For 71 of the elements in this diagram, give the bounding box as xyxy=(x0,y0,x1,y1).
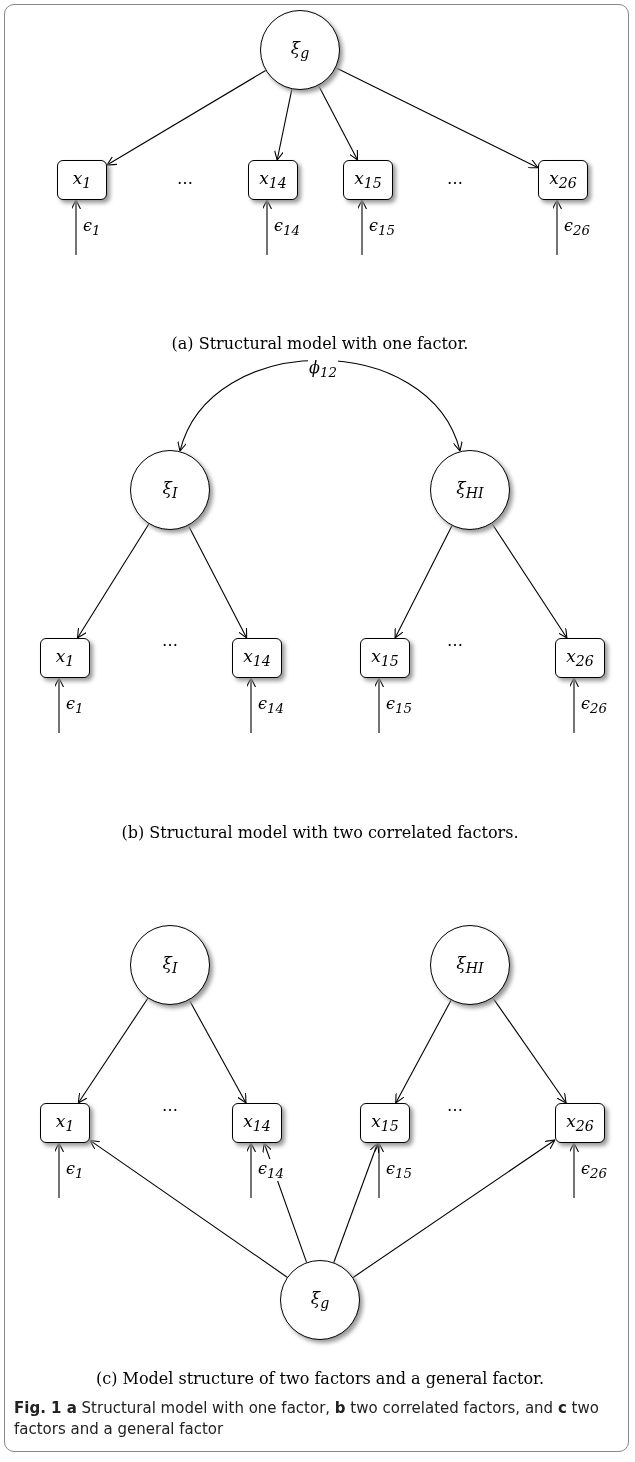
arrow xyxy=(352,1139,556,1279)
variable-label: x$_{14}$ xyxy=(243,646,271,670)
observed-variable-box xyxy=(343,160,393,200)
observed-variable-box xyxy=(248,160,298,200)
arrow xyxy=(261,199,273,256)
arrow xyxy=(356,199,368,256)
arrow xyxy=(373,677,385,734)
factor-label: ξ$_{HI}$ xyxy=(456,953,484,977)
figure-caption: Fig. 1 a Structural model with one factor, b two correlated factors, and c two factors and a general factor xyxy=(14,1398,600,1440)
observed-variable-box xyxy=(232,1103,282,1143)
panel-caption: (c) Model structure of two factors and a general factor. xyxy=(96,1368,544,1388)
variable-label: x$_{15}$ xyxy=(371,646,399,670)
ellipsis-text: … xyxy=(447,630,463,650)
arrow xyxy=(245,677,257,734)
ellipsis-text: … xyxy=(447,168,463,188)
factor-label: ξ$_{I}$ xyxy=(162,478,178,502)
variable-label: x$_{1}$ xyxy=(72,168,92,192)
ellipsis-text: … xyxy=(447,1095,463,1115)
latent-factor-circle xyxy=(260,10,340,90)
observed-variable-box xyxy=(555,1103,605,1143)
arrow xyxy=(491,522,568,639)
arrow xyxy=(568,1142,580,1199)
panel-caption: (a) Structural model with one factor. xyxy=(171,333,469,353)
arrow xyxy=(394,525,453,639)
observed-variable-box xyxy=(538,160,588,200)
variable-label: x$_{1}$ xyxy=(55,1111,75,1135)
latent-factor-circle xyxy=(280,1260,360,1340)
ellipsis-text: … xyxy=(162,1095,178,1115)
factor-label: ξ$_{HI}$ xyxy=(456,478,484,502)
observed-variable-box xyxy=(40,638,90,678)
arrow xyxy=(333,1142,380,1263)
arrow xyxy=(245,1142,257,1199)
variable-label: x$_{26}$ xyxy=(566,646,594,670)
observed-variable-box xyxy=(360,638,410,678)
arrow xyxy=(76,523,150,639)
arrow xyxy=(187,524,248,639)
factor-label: ξ$_{g}$ xyxy=(290,38,310,62)
observed-variable-box xyxy=(57,160,107,200)
observed-variable-box xyxy=(232,638,282,678)
observed-variable-box xyxy=(40,1103,90,1143)
arrow xyxy=(551,199,563,256)
variable-label: x$_{14}$ xyxy=(243,1111,271,1135)
factor-label: ξ$_{g}$ xyxy=(310,1288,330,1312)
arrow xyxy=(70,199,82,256)
arrow xyxy=(274,88,293,161)
observed-variable-box xyxy=(555,638,605,678)
arrow xyxy=(568,677,580,734)
variable-label: x$_{15}$ xyxy=(354,168,382,192)
arrow xyxy=(106,69,267,166)
arrow xyxy=(178,359,462,452)
panel-caption: (b) Structural model with two correlated factors. xyxy=(121,822,519,842)
variable-label: x$_{26}$ xyxy=(549,168,577,192)
variable-label: x$_{15}$ xyxy=(371,1111,399,1135)
variable-label: x$_{1}$ xyxy=(55,646,75,670)
arrow xyxy=(53,677,65,734)
arrow xyxy=(89,1139,288,1278)
variable-label: x$_{26}$ xyxy=(566,1111,594,1135)
edge-label: ϵ$_{14}$ xyxy=(257,1159,285,1182)
factor-label: ξ$_{I}$ xyxy=(162,953,178,977)
ellipsis-text: … xyxy=(162,630,178,650)
arrow xyxy=(318,84,359,161)
arrow xyxy=(373,1142,385,1199)
observed-variable-box xyxy=(360,1103,410,1143)
arrow xyxy=(188,999,247,1104)
variable-label: x$_{14}$ xyxy=(259,168,287,192)
arrow xyxy=(335,67,539,169)
arrow xyxy=(492,997,567,1104)
arrow xyxy=(395,999,452,1104)
arrow xyxy=(77,997,149,1104)
ellipsis-text: … xyxy=(177,168,193,188)
arrow xyxy=(53,1142,65,1199)
